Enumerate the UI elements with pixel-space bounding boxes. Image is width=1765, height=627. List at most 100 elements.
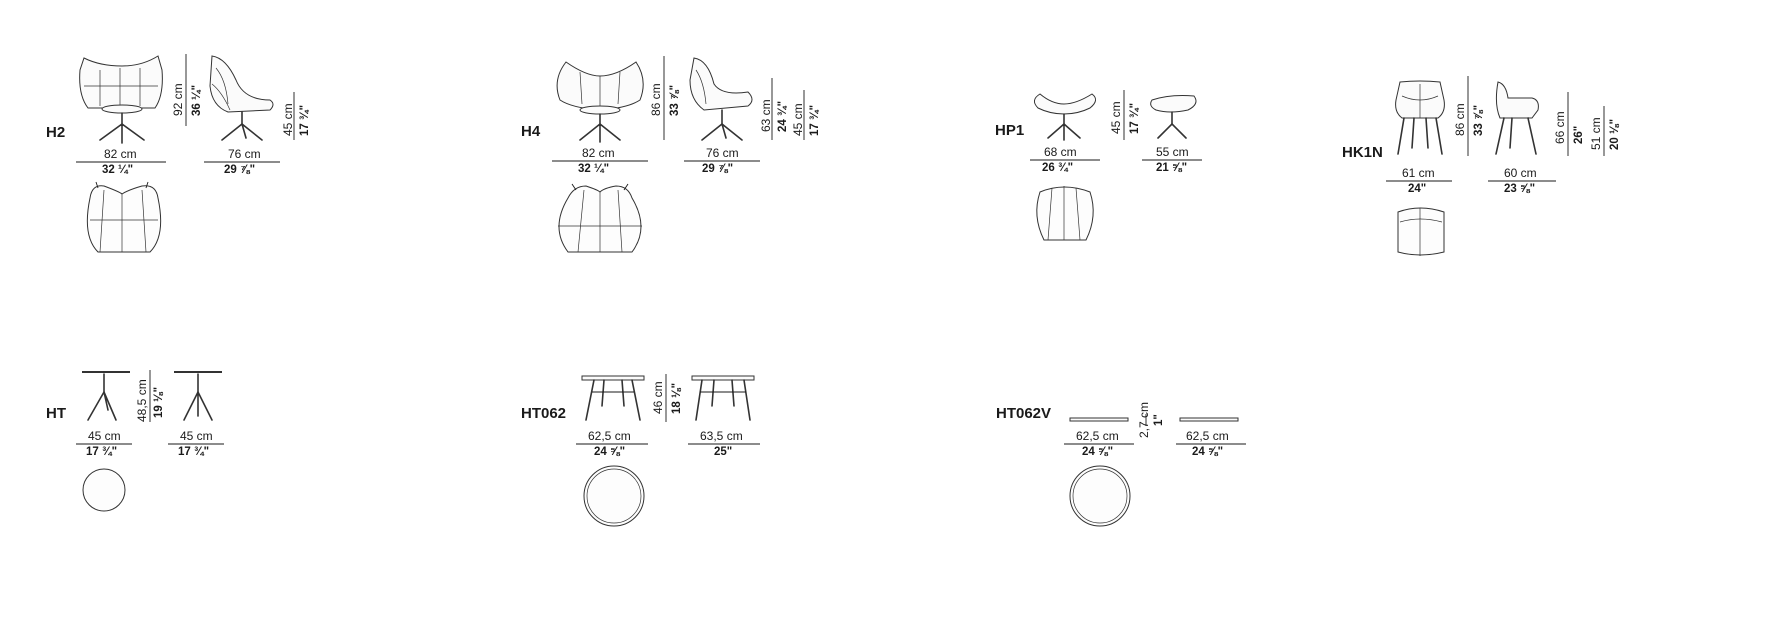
- svg-text:66 cm: 66 cm: [1553, 111, 1567, 144]
- model-ht062v: HT062V 2,7 cm 1" 62,5 cm 24 ⅝" 62,5 cm 2…: [996, 402, 1246, 527]
- svg-text:2,7 cm: 2,7 cm: [1137, 402, 1151, 438]
- ht-height-dim: 48,5 cm 19 ⅛": [135, 370, 165, 422]
- h2-top-view: [86, 181, 162, 253]
- h2-side-depth-dim: 76 cm 29 ⅞": [204, 147, 280, 176]
- ht-top-view: [82, 468, 126, 512]
- svg-text:92 cm: 92 cm: [171, 83, 185, 116]
- model-ht: HT 48,5 cm 19 ⅛" 45 cm 17 ¾" 45 cm 17 ¾": [46, 370, 224, 512]
- hk1n-side-view: [1495, 81, 1539, 155]
- svg-text:26 ¾": 26 ¾": [1042, 162, 1073, 174]
- hp1-side-depth-dim: 55 cm 21 ⅝": [1142, 145, 1202, 174]
- svg-text:24 ⅝": 24 ⅝": [594, 446, 625, 458]
- model-h2: H2 92 cm 36 ¼" 45 cm 17 ¾" 8: [46, 54, 311, 253]
- model-code: HT062: [521, 405, 566, 422]
- svg-text:24": 24": [1408, 183, 1426, 195]
- svg-text:17 ¾": 17 ¾": [809, 105, 821, 136]
- hk1n-top-view: [1397, 207, 1445, 256]
- ht062v-front-view: [1069, 417, 1129, 422]
- svg-text:60 cm: 60 cm: [1504, 166, 1537, 180]
- svg-text:48,5 cm: 48,5 cm: [135, 379, 149, 422]
- svg-text:33 ⅞": 33 ⅞": [1473, 105, 1485, 136]
- h2-seat-dim: 45 cm 17 ¾": [281, 92, 311, 140]
- svg-text:55 cm: 55 cm: [1156, 145, 1189, 159]
- model-ht062: HT062 46 cm 18 ⅛" 62,5 cm 24 ⅝" 63,5 cm …: [521, 374, 760, 527]
- svg-text:61 cm: 61 cm: [1402, 166, 1435, 180]
- svg-text:62,5 cm: 62,5 cm: [1076, 429, 1119, 443]
- svg-text:36 ¼": 36 ¼": [191, 85, 203, 116]
- svg-text:17 ¾": 17 ¾": [178, 446, 209, 458]
- svg-text:63,5 cm: 63,5 cm: [700, 429, 743, 443]
- h2-front-width-dim: 82 cm 32 ¼": [76, 147, 166, 176]
- svg-text:29 ⅞": 29 ⅞": [224, 164, 255, 176]
- svg-text:17 ¾": 17 ¾": [86, 446, 117, 458]
- h2-front-view: [79, 55, 163, 144]
- svg-text:45 cm: 45 cm: [791, 103, 805, 136]
- svg-text:21 ⅝": 21 ⅝": [1156, 162, 1187, 174]
- model-code: H2: [46, 124, 65, 141]
- svg-text:29 ⅞": 29 ⅞": [702, 163, 733, 175]
- h4-front-view: [556, 61, 644, 143]
- h4-side-view: [689, 57, 753, 141]
- h4-height-dim: 86 cm 33 ⅞": [649, 56, 681, 140]
- model-h4: H4 86 cm 33 ⅞" 63 cm 24 ¾" 45 cm 17: [521, 56, 821, 253]
- hp1-side-view: [1150, 95, 1197, 139]
- h2-side-view: [209, 55, 274, 141]
- ht-front-view: [82, 371, 130, 421]
- svg-text:86 cm: 86 cm: [649, 83, 663, 116]
- svg-text:19 ⅛": 19 ⅛": [153, 387, 165, 418]
- h2-height-dim: 92 cm 36 ¼": [171, 54, 203, 126]
- svg-text:45 cm: 45 cm: [180, 429, 213, 443]
- svg-text:82 cm: 82 cm: [582, 146, 615, 160]
- svg-text:25": 25": [714, 446, 732, 458]
- h4-top-view: [558, 183, 642, 253]
- svg-text:18 ⅛": 18 ⅛": [671, 383, 683, 414]
- ht062v-height-dim: 2,7 cm 1": [1137, 402, 1165, 438]
- svg-text:17 ¾": 17 ¾": [299, 105, 311, 136]
- svg-text:23 ⅝": 23 ⅝": [1504, 183, 1535, 195]
- hk1n-seat-dim: 51 cm 20 ⅛": [1589, 106, 1621, 156]
- svg-text:24 ⅝": 24 ⅝": [1192, 446, 1223, 458]
- svg-text:46 cm: 46 cm: [651, 381, 665, 414]
- ht-front-width-dim: 45 cm 17 ¾": [76, 429, 132, 458]
- svg-text:24 ⅝": 24 ⅝": [1082, 446, 1113, 458]
- ht062-top-view: [583, 465, 645, 527]
- hk1n-side-depth-dim: 60 cm 23 ⅝": [1488, 166, 1556, 195]
- ht062-front-width-dim: 62,5 cm 24 ⅝": [576, 429, 648, 458]
- model-code: HT062V: [996, 405, 1051, 422]
- model-hp1: HP1 45 cm 17 ¾" 68 cm 26 ¾" 55 cm 21 ⅝": [995, 90, 1202, 241]
- ht-side-depth-dim: 45 cm 17 ¾": [168, 429, 224, 458]
- svg-text:63 cm: 63 cm: [759, 99, 773, 132]
- ht062v-side-depth-dim: 62,5 cm 24 ⅝": [1176, 429, 1246, 458]
- svg-text:33 ⅞": 33 ⅞": [669, 85, 681, 116]
- hp1-height-dim: 45 cm 17 ¾": [1109, 90, 1141, 140]
- ht062-height-dim: 46 cm 18 ⅛": [651, 374, 683, 422]
- svg-text:1": 1": [1153, 414, 1165, 426]
- svg-text:62,5 cm: 62,5 cm: [588, 429, 631, 443]
- model-code: HT: [46, 405, 66, 422]
- ht062-side-depth-dim: 63,5 cm 25": [688, 429, 760, 458]
- svg-text:45 cm: 45 cm: [281, 103, 295, 136]
- svg-text:20 ⅛": 20 ⅛": [1609, 119, 1621, 150]
- svg-text:26": 26": [1573, 126, 1585, 144]
- h4-front-width-dim: 82 cm 32 ¼": [552, 146, 648, 175]
- hk1n-front-width-dim: 61 cm 24": [1386, 166, 1452, 195]
- svg-text:76 cm: 76 cm: [228, 147, 261, 161]
- model-code: H4: [521, 123, 541, 140]
- hp1-front-width-dim: 68 cm 26 ¾": [1030, 145, 1100, 174]
- svg-text:24 ¾": 24 ¾": [777, 101, 789, 132]
- svg-text:45 cm: 45 cm: [1109, 101, 1123, 134]
- svg-text:32 ¼": 32 ¼": [578, 163, 609, 175]
- svg-text:68 cm: 68 cm: [1044, 145, 1077, 159]
- ht-side-view: [174, 371, 222, 421]
- svg-text:17 ¾": 17 ¾": [1129, 103, 1141, 134]
- ht062-side-view: [691, 375, 755, 421]
- h4-arm-dim: 63 cm 24 ¾": [759, 78, 789, 140]
- svg-text:76 cm: 76 cm: [706, 146, 739, 160]
- svg-text:82 cm: 82 cm: [104, 147, 137, 161]
- ht062v-top-view: [1069, 465, 1131, 527]
- h4-seat-dim: 45 cm 17 ¾": [791, 90, 821, 140]
- svg-text:62,5 cm: 62,5 cm: [1186, 429, 1229, 443]
- model-hk1n: HK1N 86 cm 33 ⅞" 66 cm 26" 51 cm 20 ⅛" 6…: [1342, 76, 1621, 256]
- ht062-front-view: [581, 375, 645, 421]
